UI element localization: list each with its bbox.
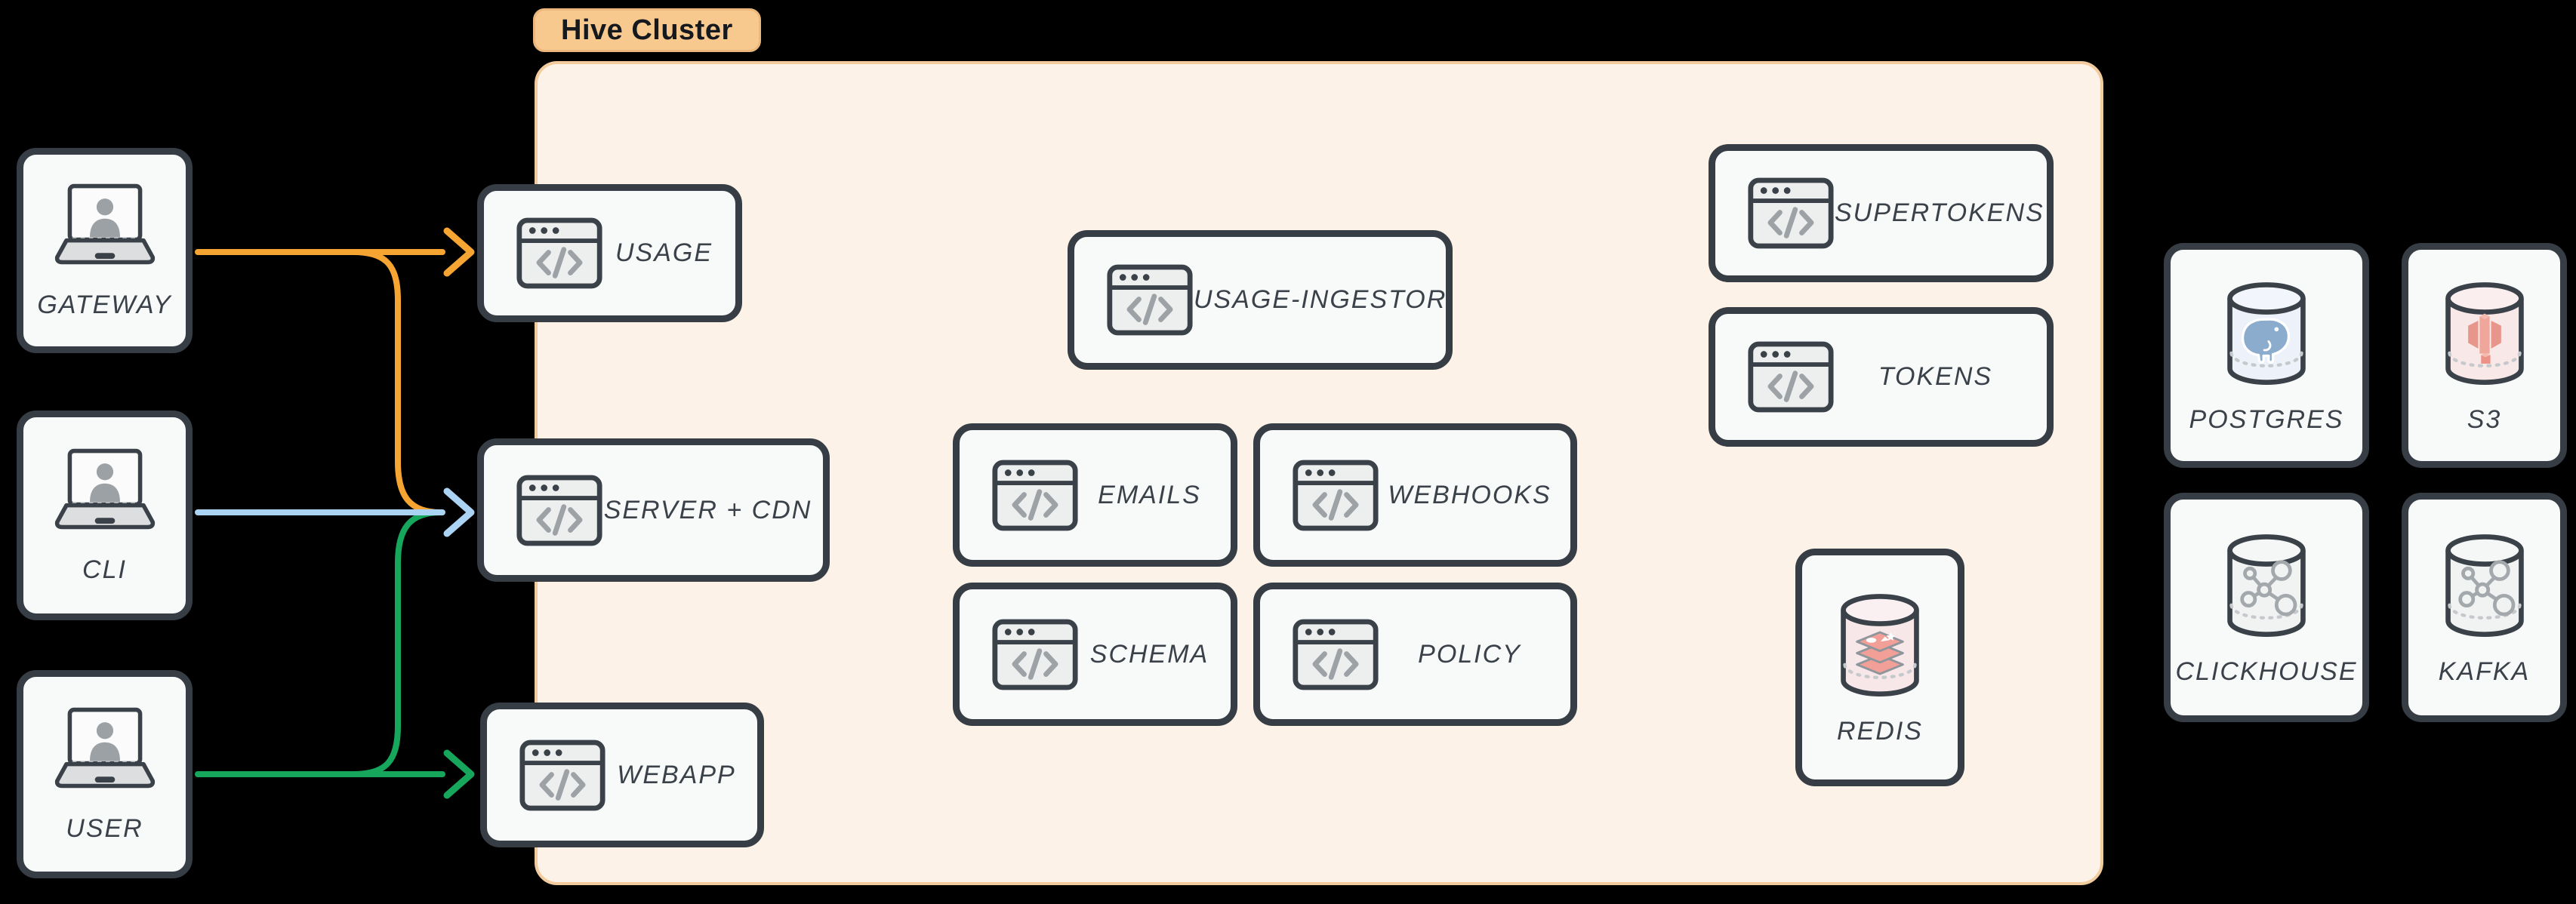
s3-cylinder-icon	[2436, 277, 2533, 392]
node-s3: S3	[2402, 243, 2567, 468]
molecule-cylinder-icon	[2218, 529, 2315, 644]
node-label: WEBHOOKS	[1388, 480, 1551, 509]
node-label: GATEWAY	[37, 290, 172, 319]
hive-cluster-label: Hive Cluster	[561, 14, 733, 46]
node-label: USAGE-INGESTOR	[1194, 285, 1447, 314]
node-label: CLICKHOUSE	[2175, 656, 2358, 686]
code-window-icon	[516, 217, 603, 290]
node-label: EMAILS	[1098, 480, 1201, 509]
laptop-user-icon	[46, 182, 164, 274]
arrowhead-green	[443, 749, 475, 799]
code-window-icon	[991, 459, 1079, 532]
arrowhead-blue	[443, 487, 475, 537]
hive-cluster-badge: Hive Cluster	[533, 8, 761, 52]
redis-cylinder-icon	[1832, 589, 1928, 703]
node-label: USER	[66, 813, 143, 843]
node-supertokens: SUPERTOKENS	[1709, 144, 2054, 282]
postgres-cylinder-icon	[2218, 277, 2315, 392]
node-label: CLI	[82, 555, 127, 584]
node-label: POSTGRES	[2189, 404, 2344, 434]
node-label: S3	[2467, 404, 2502, 434]
node-server-cdn: SERVER + CDN	[477, 438, 830, 582]
node-clickhouse: CLICKHOUSE	[2164, 493, 2369, 722]
node-policy: POLICY	[1253, 583, 1577, 726]
node-redis: REDIS	[1795, 549, 1964, 786]
node-label: SERVER + CDN	[603, 495, 812, 524]
code-window-icon	[1747, 340, 1835, 414]
code-window-icon	[1747, 177, 1835, 250]
node-usage-ingestor: USAGE-INGESTOR	[1068, 230, 1453, 370]
node-postgres: POSTGRES	[2164, 243, 2369, 468]
node-emails: EMAILS	[953, 423, 1237, 567]
node-webhooks: WEBHOOKS	[1253, 423, 1577, 567]
node-label: SUPERTOKENS	[1835, 198, 2044, 227]
node-label: POLICY	[1418, 639, 1521, 669]
node-schema: SCHEMA	[953, 583, 1237, 726]
code-window-icon	[1292, 459, 1379, 532]
node-kafka: KAFKA	[2402, 493, 2567, 722]
edge-user-servercdn	[350, 509, 444, 777]
node-label: USAGE	[615, 238, 713, 267]
node-tokens: TOKENS	[1709, 307, 2054, 447]
node-label: TOKENS	[1878, 362, 1993, 391]
node-label: WEBAPP	[617, 760, 736, 789]
arrowhead-orange	[443, 227, 475, 277]
edge-gateway-servercdn	[350, 249, 444, 515]
node-label: REDIS	[1837, 717, 1923, 746]
code-window-icon	[1106, 263, 1194, 337]
node-user: USER	[17, 670, 193, 878]
laptop-user-icon	[46, 447, 164, 539]
node-label: KAFKA	[2438, 656, 2531, 686]
code-window-icon	[1292, 618, 1379, 691]
node-webapp: WEBAPP	[480, 703, 764, 847]
laptop-user-icon	[46, 706, 164, 798]
molecule-cylinder-icon	[2436, 529, 2533, 644]
code-window-icon	[991, 618, 1079, 691]
node-gateway: GATEWAY	[17, 148, 193, 353]
node-label: SCHEMA	[1089, 639, 1209, 669]
code-window-icon	[516, 474, 603, 547]
node-usage: USAGE	[477, 184, 742, 322]
code-window-icon	[519, 739, 606, 812]
node-cli: CLI	[17, 410, 193, 620]
